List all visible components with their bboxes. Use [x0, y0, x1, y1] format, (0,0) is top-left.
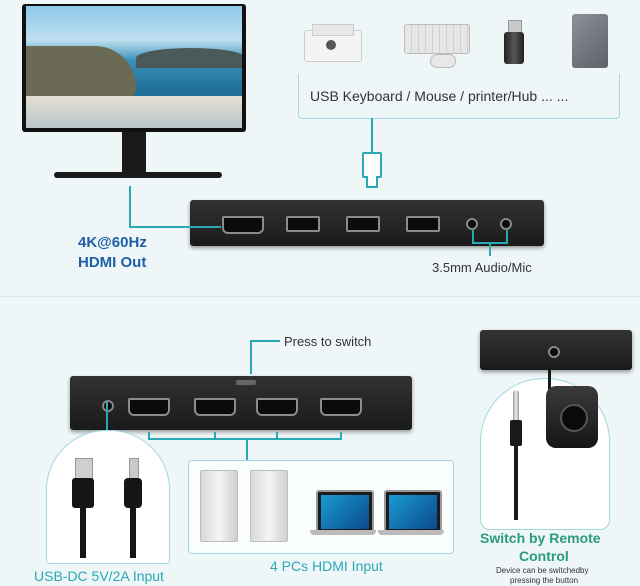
audio-label: 3.5mm Audio/Mic — [432, 260, 532, 275]
laptop-icon — [316, 490, 374, 534]
printer-icon — [304, 22, 362, 64]
kvm-switch-side-icon — [480, 330, 632, 370]
audio-jack-icon — [508, 390, 524, 520]
remote-note-1: Device can be switchedby — [496, 566, 589, 575]
remote-label-2: Control — [519, 548, 569, 564]
kvm-switch-back-icon — [190, 200, 544, 246]
usb-drive-icon — [504, 20, 524, 66]
hdmi-out-label-2: HDMI Out — [78, 254, 147, 271]
hdmi-out-label-1: 4K@60Hz — [78, 234, 147, 251]
press-to-switch-label: Press to switch — [284, 334, 372, 349]
usb-cable-icon — [72, 458, 94, 558]
monitor-icon — [18, 0, 250, 186]
remote-button-icon[interactable] — [546, 386, 598, 448]
hard-drive-icon — [572, 14, 608, 68]
laptop-icon — [384, 490, 442, 534]
usb-devices-label: USB Keyboard / Mouse / printer/Hub ... .… — [310, 88, 569, 104]
usb-plug-icon — [362, 152, 382, 188]
dc-cable-icon — [122, 458, 144, 558]
remote-note-2: pressing the button — [510, 576, 579, 585]
switch-button[interactable] — [236, 380, 256, 385]
pcs-input-label: 4 PCs HDMI Input — [270, 558, 383, 574]
power-frame — [46, 430, 170, 564]
desktop-pc-icon — [200, 470, 238, 542]
usb-devices-frame — [298, 74, 620, 119]
desktop-pc-icon — [250, 470, 288, 542]
mouse-icon — [430, 54, 456, 68]
keyboard-icon — [404, 24, 470, 54]
remote-label-1: Switch by Remote — [480, 530, 601, 546]
kvm-switch-front-icon — [70, 376, 412, 430]
usb-dc-label: USB-DC 5V/2A Input — [34, 568, 164, 584]
